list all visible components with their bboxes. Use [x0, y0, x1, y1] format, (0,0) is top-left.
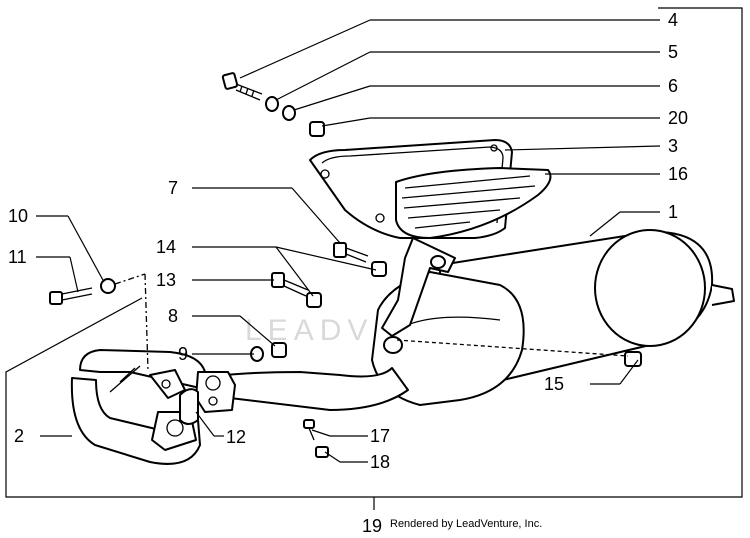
bolt-7	[333, 242, 369, 263]
callout-16: 16	[668, 164, 688, 184]
nut-10	[100, 278, 116, 294]
assembly-frame	[5, 7, 743, 510]
shield-gasket	[395, 167, 552, 239]
callout-1: 1	[668, 202, 678, 222]
muffler-bracket	[381, 237, 456, 354]
spacer-15	[624, 351, 642, 367]
leader-lines	[36, 19, 661, 463]
callout-4: 4	[668, 10, 678, 30]
footer-credit: Rendered by LeadVenture, Inc.	[390, 518, 542, 530]
callout-20: 20	[668, 108, 688, 128]
exhaust-flange	[195, 371, 236, 413]
callout-18: 18	[370, 452, 390, 472]
callout-12: 12	[226, 427, 246, 447]
callout-8: 8	[168, 306, 178, 326]
callout-14: 14	[156, 237, 176, 257]
nut-20	[309, 121, 325, 137]
callout-9: 9	[178, 344, 188, 364]
callout-19: 19	[362, 516, 382, 536]
exhaust-gasket	[179, 388, 199, 425]
bolt-4	[221, 72, 263, 101]
callout-11: 11	[8, 247, 27, 267]
callout-labels: 1 2 3 4 5 6 7 8 9 10 11 12 13 14 15 16 1…	[8, 10, 688, 536]
nut-18	[315, 446, 329, 458]
callout-5: 5	[668, 42, 678, 62]
callout-2: 2	[14, 426, 24, 446]
nut-14b	[306, 292, 322, 308]
lock-washer-6	[282, 105, 296, 121]
pipe-bracket-plate	[149, 369, 186, 399]
explode-lines	[114, 273, 629, 371]
callout-10: 10	[8, 206, 28, 226]
callout-17: 17	[370, 426, 390, 446]
callout-3: 3	[668, 136, 678, 156]
bolt-13	[271, 272, 309, 297]
callout-13: 13	[156, 270, 176, 290]
bolt-17	[303, 419, 315, 441]
callout-6: 6	[668, 76, 678, 96]
callout-7: 7	[168, 178, 178, 198]
nut-8	[271, 342, 287, 358]
bolt-11	[49, 287, 93, 305]
callout-15: 15	[544, 374, 564, 394]
washer-5	[265, 96, 279, 112]
